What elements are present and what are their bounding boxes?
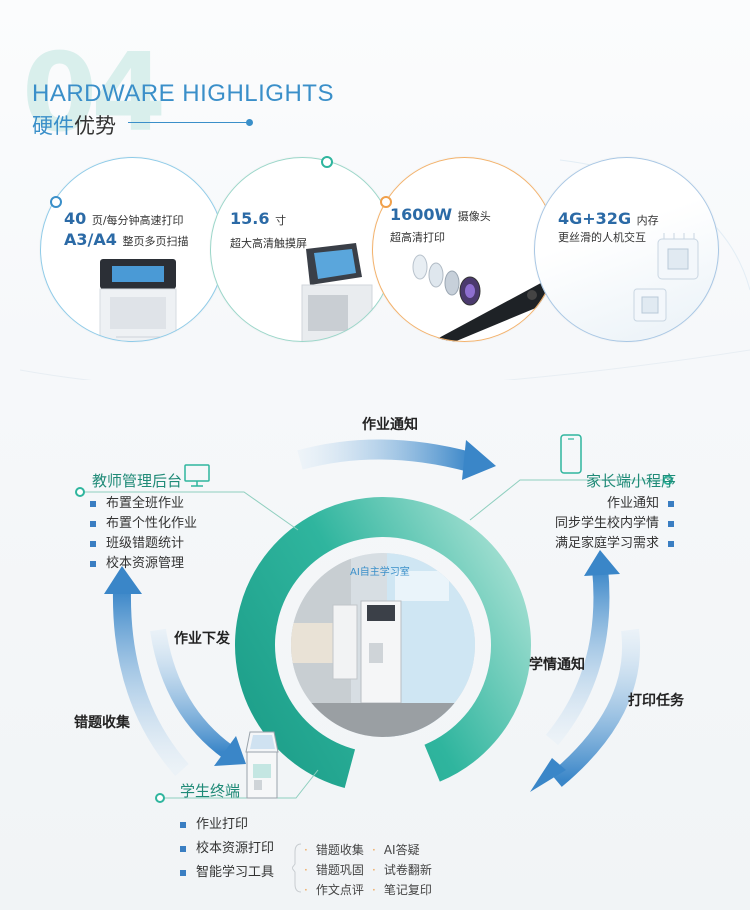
phone-icon [560,434,582,474]
student-kiosk-icon [245,731,279,799]
flow-label-print-task: 打印任务 [628,693,684,709]
teacher-node-title: 教师管理后台 [92,472,183,490]
flow-label-study-notice: 学情通知 [529,657,585,673]
student-feature-list: 作业打印 校本资源打印 智能学习工具 [180,813,274,885]
learning-tool-item: · 作文点评 [304,880,364,900]
teacher-feature-item: 布置个性化作业 [90,514,197,534]
flow-label-mistake-collect: 错题收集 [74,715,130,731]
title-underline-dot [246,119,253,126]
student-feature-text: 校本资源打印 [196,841,275,856]
bullet-square [90,501,96,507]
learning-tool-item: · 错题巩固 [304,860,364,880]
section-number: 04 [22,31,166,156]
student-feature-item: 智能学习工具 [180,861,274,885]
highlight-4-ring [534,157,719,342]
student-feature-text: 智能学习工具 [196,865,275,880]
tool-dot: · [304,863,308,877]
teacher-feature-text: 班级错题统计 [106,536,185,551]
title-underline [128,122,248,123]
highlight-1-dot [50,196,62,208]
tools-bracket [292,843,302,893]
tool-dot: · [372,863,376,877]
highlight-2-dot [321,156,333,168]
tool-dot: · [304,883,308,897]
parent-feature-text: 同步学生校内学情 [554,516,659,531]
highlight-1-ring [40,157,225,342]
parent-feature-text: 满足家庭学习需求 [554,536,659,551]
parent-feature-list: 作业通知 同步学生校内学情 满足家庭学习需求 [555,494,674,554]
title-chinese: 硬件优势 [32,110,116,140]
learning-tool-item: · 错题收集 [304,840,364,860]
bullet-square [180,846,186,852]
photo-sign: AI自主学习室 [350,567,410,578]
learning-tool-item: · AI答疑 [372,840,432,860]
bullet-square [180,870,186,876]
teacher-feature-item: 校本资源管理 [90,554,197,574]
flow-label-homework-assign: 作业下发 [174,631,230,647]
parent-feature-item: 同步学生校内学情 [555,514,674,534]
tool-dot: · [372,883,376,897]
teacher-feature-item: 班级错题统计 [90,534,197,554]
learning-tools-col2: · AI答疑 · 试卷翻新 · 笔记复印 [372,840,432,900]
study-room-photo [291,553,475,737]
teacher-feature-text: 布置个性化作业 [106,516,198,531]
learning-tool-text: 错题巩固 [315,863,364,877]
bullet-square [90,561,96,567]
student-feature-text: 作业打印 [196,817,249,832]
learning-tool-text: 作文点评 [315,883,364,897]
learning-tool-text: AI答疑 [383,843,420,857]
learning-tool-item: · 试卷翻新 [372,860,432,880]
student-node-title: 学生终端 [180,782,241,800]
monitor-icon [184,464,210,487]
flow-label-homework-notice: 作业通知 [362,417,418,433]
teacher-feature-text: 校本资源管理 [106,556,185,571]
bullet-square [90,541,96,547]
learning-tools-col1: · 错题收集 · 错题巩固 · 作文点评 [304,840,364,900]
bullet-square [90,521,96,527]
learning-tool-text: 试卷翻新 [383,863,432,877]
bullet-square [180,822,186,828]
learning-tool-text: 笔记复印 [383,883,432,897]
learning-tool-item: · 笔记复印 [372,880,432,900]
student-feature-item: 校本资源打印 [180,837,274,861]
parent-feature-item: 满足家庭学习需求 [555,534,674,554]
learning-tool-text: 错题收集 [315,843,364,857]
bullet-square [668,501,674,507]
parent-feature-item: 作业通知 [555,494,674,514]
teacher-feature-text: 布置全班作业 [106,496,185,511]
parent-feature-text: 作业通知 [606,496,659,511]
highlight-3-dot [380,196,392,208]
bullet-square [668,541,674,547]
student-feature-item: 作业打印 [180,813,274,837]
teacher-feature-list: 布置全班作业 布置个性化作业 班级错题统计 校本资源管理 [90,494,197,574]
title-english: HARDWARE HIGHLIGHTS [32,80,334,107]
title-chinese-part1: 硬件 [32,114,74,138]
highlight-3-ring [372,157,557,342]
title-chinese-part2: 优势 [74,114,116,138]
teacher-feature-item: 布置全班作业 [90,494,197,514]
tool-dot: · [304,843,308,857]
parent-node-title: 家长端小程序 [586,472,677,490]
bullet-square [668,521,674,527]
tool-dot: · [372,843,376,857]
highlight-2-ring [210,157,395,342]
